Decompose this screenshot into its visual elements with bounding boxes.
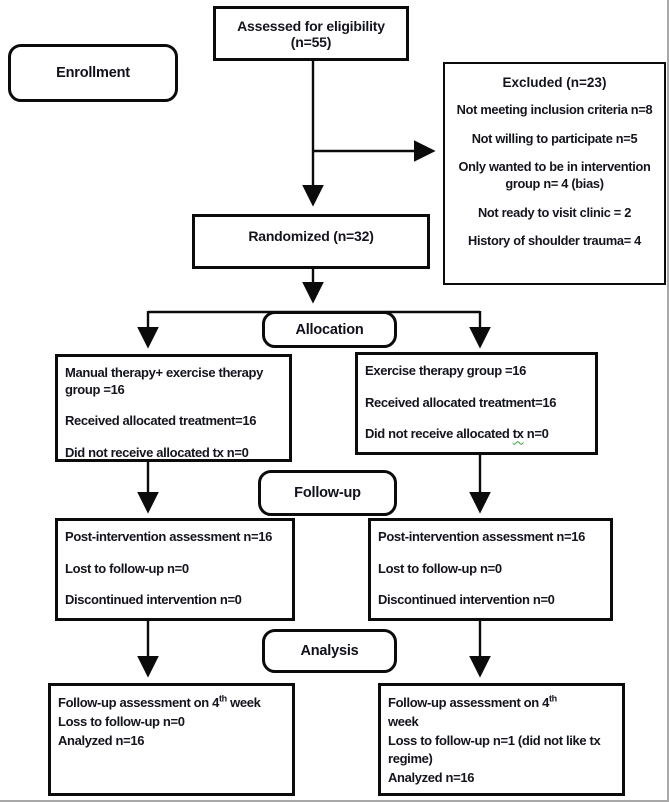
fu-left-line1: Post-intervention assessment n=16	[65, 529, 273, 544]
alloc-left-line1: Manual therapy+ exercise therapy group =…	[65, 365, 263, 397]
excluded-box: Excluded (n=23) Not meeting inclusion cr…	[443, 62, 666, 285]
analysis-right-box: Follow-up assessment on 4th week Loss to…	[378, 683, 625, 796]
alloc-left-line3: Did not receive allocated tx n=0	[65, 444, 249, 460]
fu-right-line1: Post-intervention assessment n=16	[378, 529, 586, 544]
followup-label: Follow-up	[258, 470, 397, 516]
alloc-left-line2: Received allocated treatment=16	[65, 413, 257, 429]
an-right-line2: week	[388, 713, 419, 729]
an-right-line1: Follow-up assessment on 4th	[388, 694, 615, 712]
enrollment-label-text: Enrollment	[56, 65, 130, 81]
excluded-reason: Not meeting inclusion criteria n=8	[456, 102, 653, 117]
an-left-line2: Loss to follow-up n=0	[58, 713, 185, 729]
an-right-line3: Loss to follow-up n=1 (did not like tx r…	[388, 732, 601, 766]
followup-left-box: Post-intervention assessment n=16 Lost t…	[55, 518, 295, 621]
excluded-reason: Only wanted to be in intervention group …	[458, 159, 651, 191]
allocation-label: Allocation	[262, 311, 397, 348]
an-left-line1-post: week	[226, 695, 261, 710]
alloc-right-line2: Received allocated treatment=16	[365, 394, 557, 410]
followup-right-box: Post-intervention assessment n=16 Lost t…	[368, 518, 613, 621]
an-right-line1-sup: th	[549, 693, 557, 704]
fu-right-line3: Discontinued intervention n=0	[378, 592, 555, 608]
alloc-right-line3-pre: Did not receive allocated	[365, 426, 513, 442]
randomized-label: Randomized (n=32)	[248, 227, 374, 244]
analysis-label: Analysis	[262, 629, 397, 673]
followup-label-text: Follow-up	[294, 485, 361, 501]
fu-left-line3: Discontinued intervention n=0	[65, 592, 242, 608]
randomized-box: Randomized (n=32)	[192, 214, 430, 269]
allocation-left-box: Manual therapy+ exercise therapy group =…	[55, 354, 292, 462]
an-left-line1-pre: Follow-up assessment on 4	[58, 695, 220, 710]
alloc-right-line3-tx: tx	[512, 426, 524, 442]
excluded-reason: Not willing to participate n=5	[471, 130, 638, 146]
alloc-right-line3-post: n=0	[523, 426, 549, 442]
an-right-line1-pre: Follow-up assessment on 4	[388, 695, 550, 710]
assessed-box: Assessed for eligibility (n=55)	[213, 6, 409, 61]
fu-right-line2: Lost to follow-up n=0	[378, 560, 502, 576]
an-right-line4: Analyzed n=16	[388, 769, 475, 785]
assessed-n: (n=55)	[290, 33, 332, 50]
excluded-title: Excluded (n=23)	[502, 75, 607, 90]
analysis-label-text: Analysis	[300, 643, 359, 659]
analysis-left-box: Follow-up assessment on 4th week Loss to…	[48, 683, 295, 796]
excluded-reason: Not ready to visit clinic = 2	[477, 204, 632, 220]
allocation-right-box: Exercise therapy group =16 Received allo…	[355, 352, 598, 455]
enrollment-label: Enrollment	[8, 44, 178, 102]
excluded-reason: History of shoulder trauma= 4	[468, 233, 641, 249]
allocation-label-text: Allocation	[295, 321, 364, 338]
alloc-right-line3: Did not receive allocated tx n=0	[365, 426, 588, 443]
an-left-line1: Follow-up assessment on 4th week	[58, 694, 285, 712]
fu-left-line2: Lost to follow-up n=0	[65, 560, 189, 576]
assessed-title: Assessed for eligibility	[237, 17, 385, 34]
an-left-line3: Analyzed n=16	[58, 732, 145, 748]
alloc-right-line1: Exercise therapy group =16	[365, 363, 527, 378]
an-left-line1-sup: th	[219, 693, 227, 704]
